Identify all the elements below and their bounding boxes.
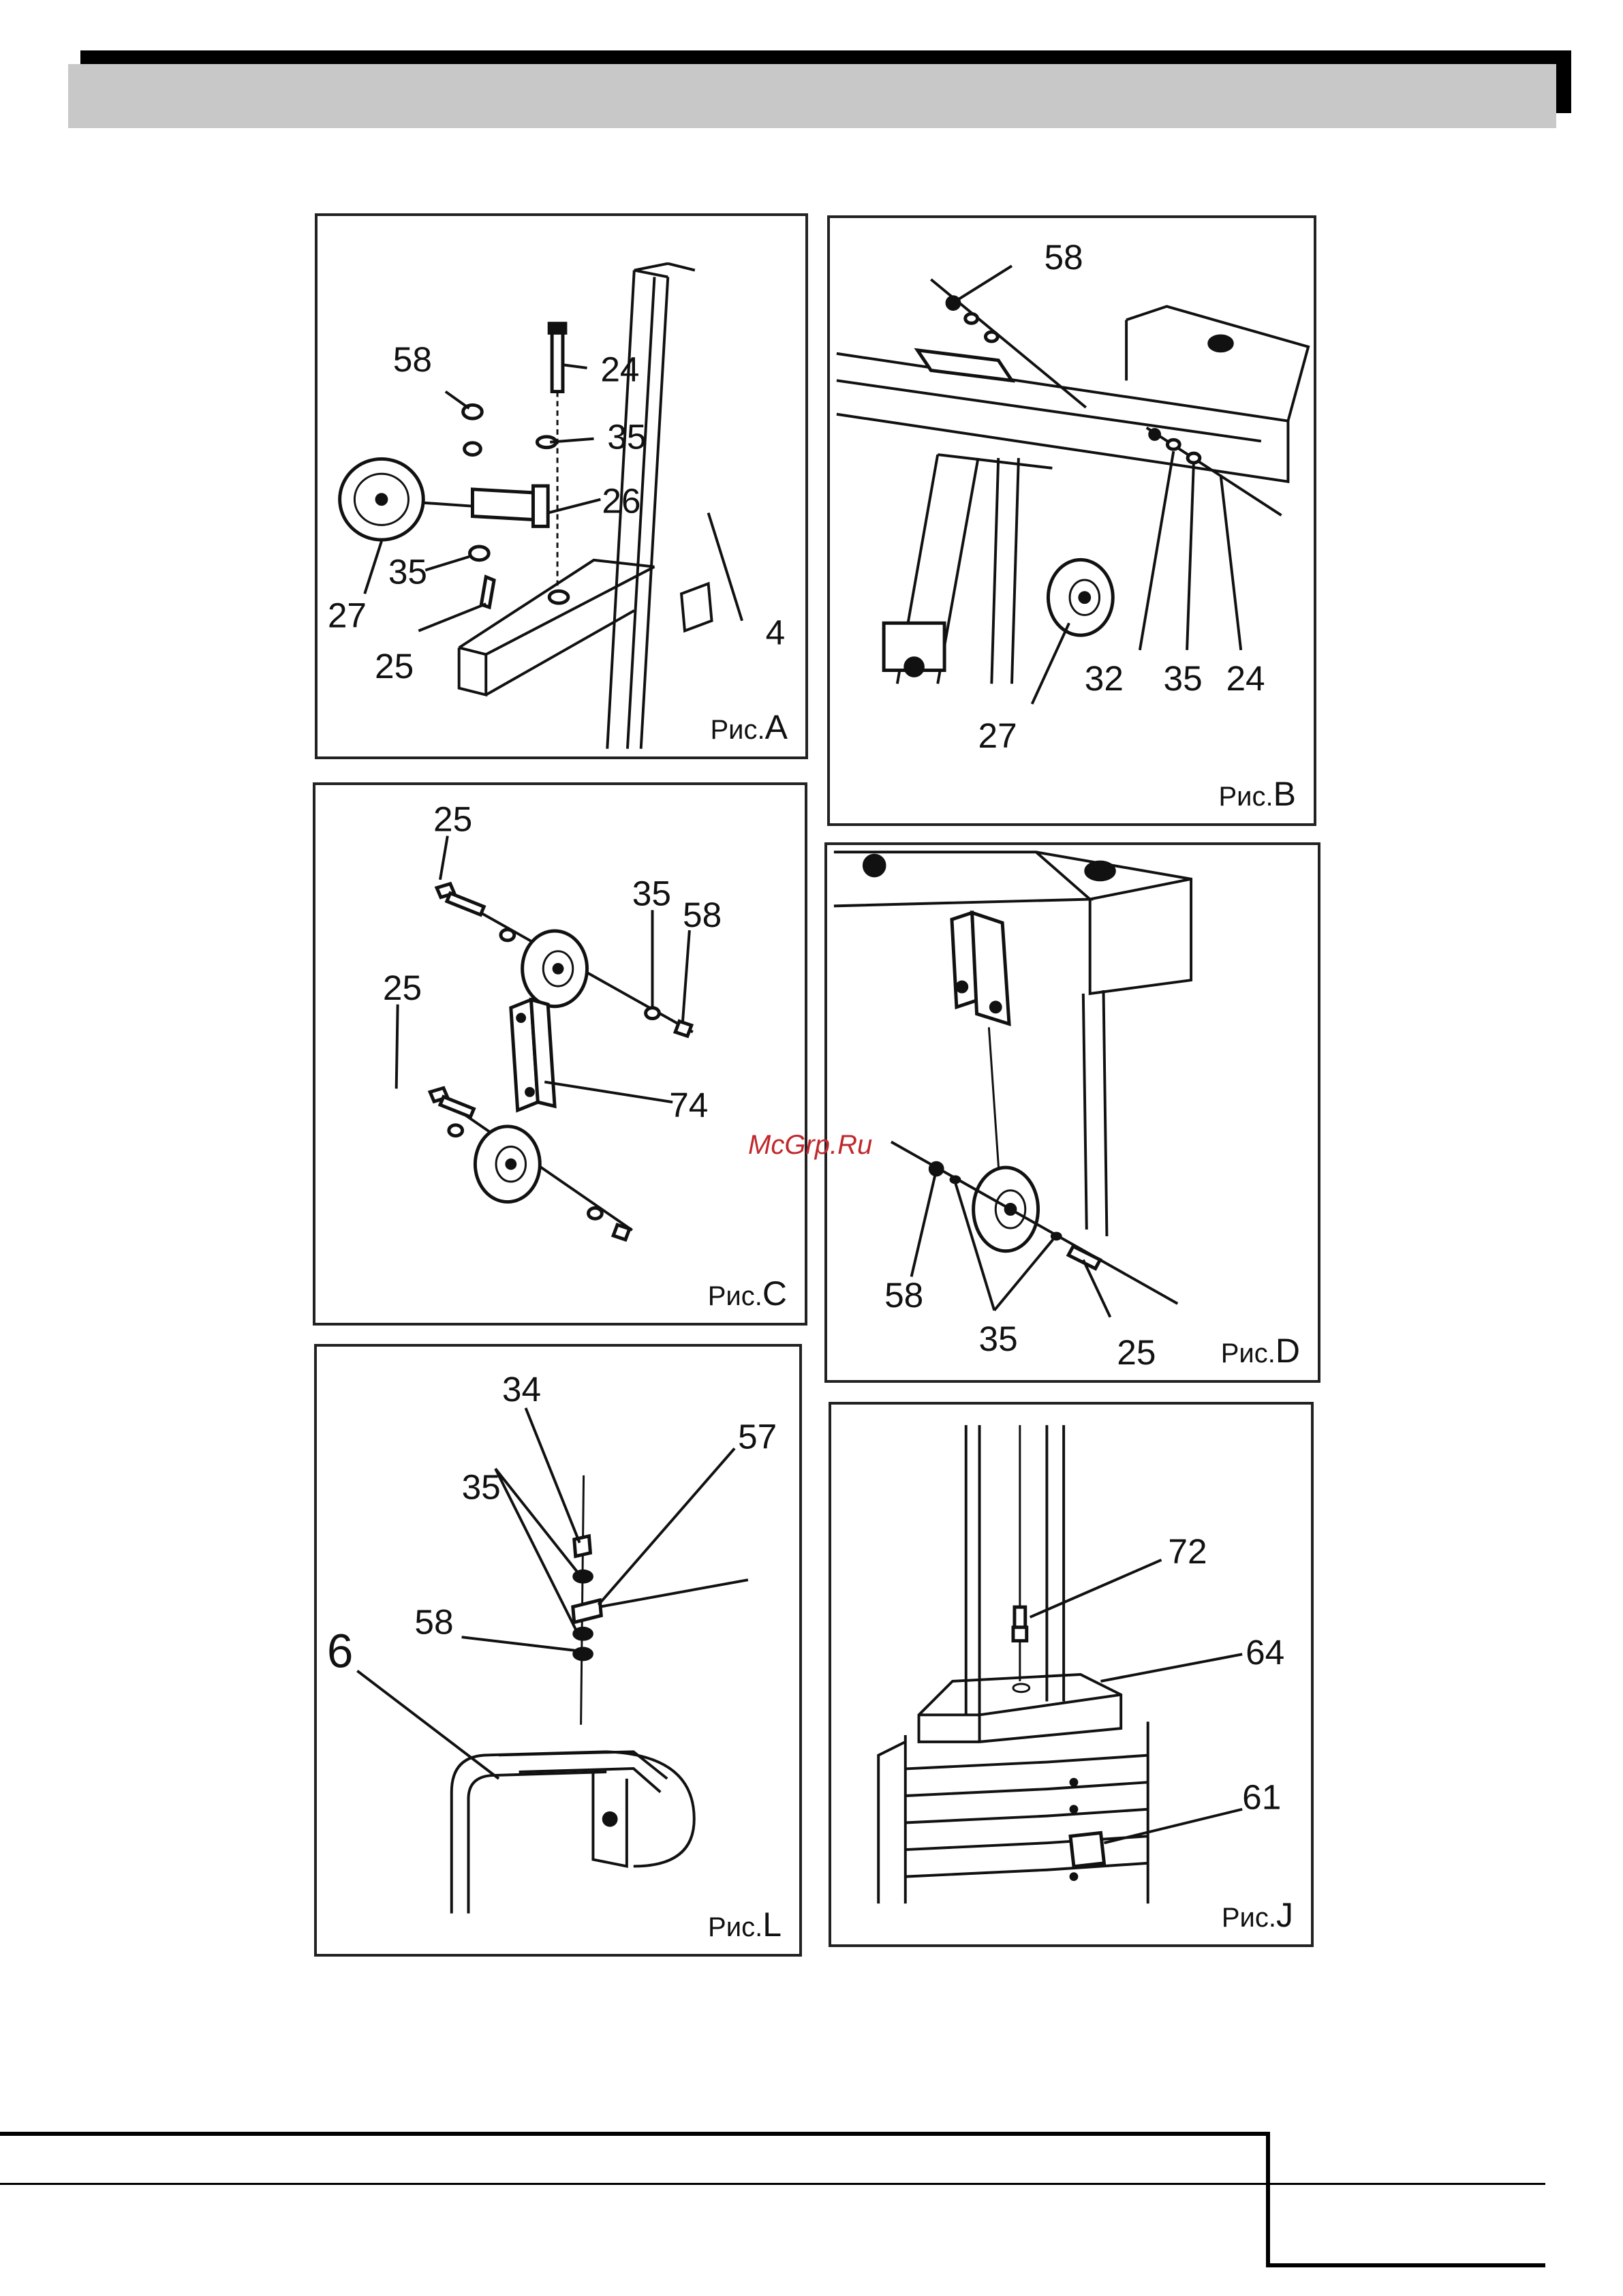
figure-c-caption: Рис.C	[708, 1274, 787, 1313]
footer-line-bottom	[1266, 2263, 1545, 2267]
footer-line-middle	[0, 2183, 1545, 2185]
figure-c: 25 35 58 25 74 Рис.C	[313, 782, 807, 1326]
figure-j-label-1: 72	[1168, 1531, 1207, 1571]
footer-line-top	[0, 2132, 1269, 2136]
figure-a-caption: Рис.A	[711, 707, 788, 747]
figure-a-label-2: 24	[600, 350, 639, 389]
figure-a-label-3: 35	[607, 417, 646, 457]
figure-b-caption: Рис.B	[1219, 774, 1297, 814]
figure-a-label-7: 25	[375, 646, 414, 686]
figure-d-label-2: 35	[979, 1319, 1018, 1358]
figure-j-drawing: 72 64 61	[831, 1405, 1311, 1944]
figure-l-label-3: 35	[462, 1467, 501, 1507]
figure-l-label-1: 34	[502, 1369, 541, 1409]
figure-b-label-4: 35	[1163, 658, 1202, 698]
figure-l-label-4: 58	[414, 1602, 453, 1641]
figure-c-label-5: 74	[669, 1085, 708, 1124]
figure-j-label-2: 64	[1246, 1632, 1284, 1672]
figure-c-label-4: 25	[383, 968, 422, 1007]
figure-a: 58 24 35 26 27 35 25 4 Рис.A	[315, 213, 808, 759]
figure-l-caption: Рис.L	[708, 1905, 782, 1944]
figure-l-drawing: 34 57 35 58 6	[317, 1347, 799, 1954]
figure-a-label-4: 26	[602, 481, 640, 521]
figure-c-label-1: 25	[433, 799, 472, 839]
figure-a-label-8: 4	[766, 612, 786, 652]
figure-d-label-3: 25	[1117, 1332, 1156, 1372]
figure-a-label-1: 58	[393, 339, 432, 379]
figure-d-drawing: 58 35 25	[827, 845, 1318, 1380]
figure-l-label-5: 6	[327, 1625, 354, 1678]
figure-d-label-1: 58	[884, 1275, 923, 1315]
footer-line-vertical	[1266, 2132, 1270, 2267]
figure-b-label-5: 24	[1226, 658, 1265, 698]
figure-b-drawing: 58 27 32 35 24	[830, 218, 1314, 823]
figure-c-label-2: 35	[632, 873, 671, 913]
figure-a-label-6: 35	[388, 551, 427, 591]
figure-j: 72 64 61 Рис.J	[829, 1402, 1314, 1947]
figure-d-caption: Рис.D	[1221, 1331, 1300, 1371]
figure-c-drawing: 25 35 58 25 74	[315, 785, 805, 1323]
figure-j-label-3: 61	[1242, 1777, 1281, 1817]
figure-b-label-1: 58	[1044, 237, 1083, 277]
figure-a-label-5: 27	[328, 596, 367, 635]
figure-j-caption: Рис.J	[1222, 1895, 1293, 1935]
watermark-text: McGrp.Ru	[748, 1130, 872, 1161]
figure-b-label-2: 27	[978, 716, 1017, 755]
figure-b: 58 27 32 35 24 Рис.B	[827, 215, 1316, 826]
figure-d: 58 35 25 Рис.D	[824, 842, 1320, 1383]
figure-a-drawing: 58 24 35 26 27 35 25 4	[318, 216, 805, 756]
figure-b-label-3: 32	[1085, 658, 1124, 698]
header-bar-gray	[68, 64, 1556, 128]
figure-l-label-2: 57	[738, 1416, 777, 1456]
figure-l: 34 57 35 58 6 Рис.L	[314, 1344, 802, 1957]
figure-c-label-3: 58	[683, 895, 722, 934]
